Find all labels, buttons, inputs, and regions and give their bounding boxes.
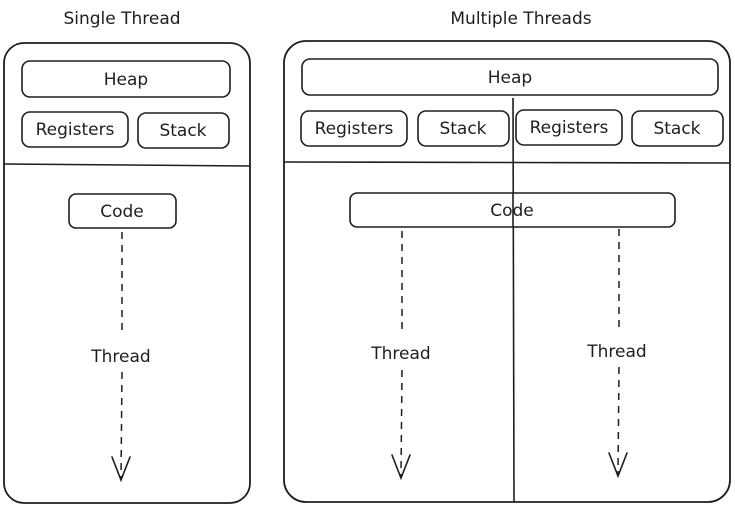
multi-registers-label-1: Registers [315, 119, 394, 139]
single-registers-box: Registers [21, 111, 129, 148]
single-thread-panel: Single Thread Heap Registers Stack Code … [3, 9, 251, 504]
multi-process-frame [283, 40, 731, 503]
multi-divider [283, 161, 731, 164]
multi-thread-title: Multiple Threads [450, 9, 591, 29]
multi-thread-label-2: Thread [586, 342, 646, 362]
single-stack-label: Stack [159, 121, 206, 141]
single-code-box: Code [68, 193, 177, 229]
multi-code-label: Code [490, 201, 534, 221]
single-thread-label: Thread [90, 347, 150, 367]
multi-heap-box: Heap [301, 58, 719, 96]
single-divider [3, 163, 251, 167]
multi-thread-arrow-2 [608, 229, 628, 479]
multi-stack-box-2: Stack [631, 110, 724, 147]
multi-code-box: Code [349, 192, 676, 228]
single-code-label: Code [100, 202, 144, 222]
single-thread-title: Single Thread [63, 9, 180, 29]
multi-stack-label-1: Stack [439, 119, 486, 139]
single-stack-box: Stack [137, 112, 230, 149]
multi-thread-separator [512, 97, 515, 503]
single-process-frame [3, 42, 251, 504]
multi-registers-label-2: Registers [530, 118, 609, 138]
single-thread-arrow [111, 232, 131, 483]
multi-stack-label-2: Stack [653, 119, 700, 139]
multi-registers-box-2: Registers [515, 109, 623, 146]
single-registers-label: Registers [36, 120, 115, 140]
multi-thread-arrow-1 [391, 231, 411, 481]
single-heap-box: Heap [21, 60, 231, 98]
single-heap-label: Heap [104, 70, 148, 90]
multi-thread-panel: Multiple Threads Heap Registers Stack Re… [283, 9, 731, 503]
multi-stack-box-1: Stack [417, 110, 510, 147]
multi-heap-label: Heap [488, 68, 532, 88]
multi-thread-label-1: Thread [370, 344, 430, 364]
multi-registers-box-1: Registers [300, 110, 408, 147]
